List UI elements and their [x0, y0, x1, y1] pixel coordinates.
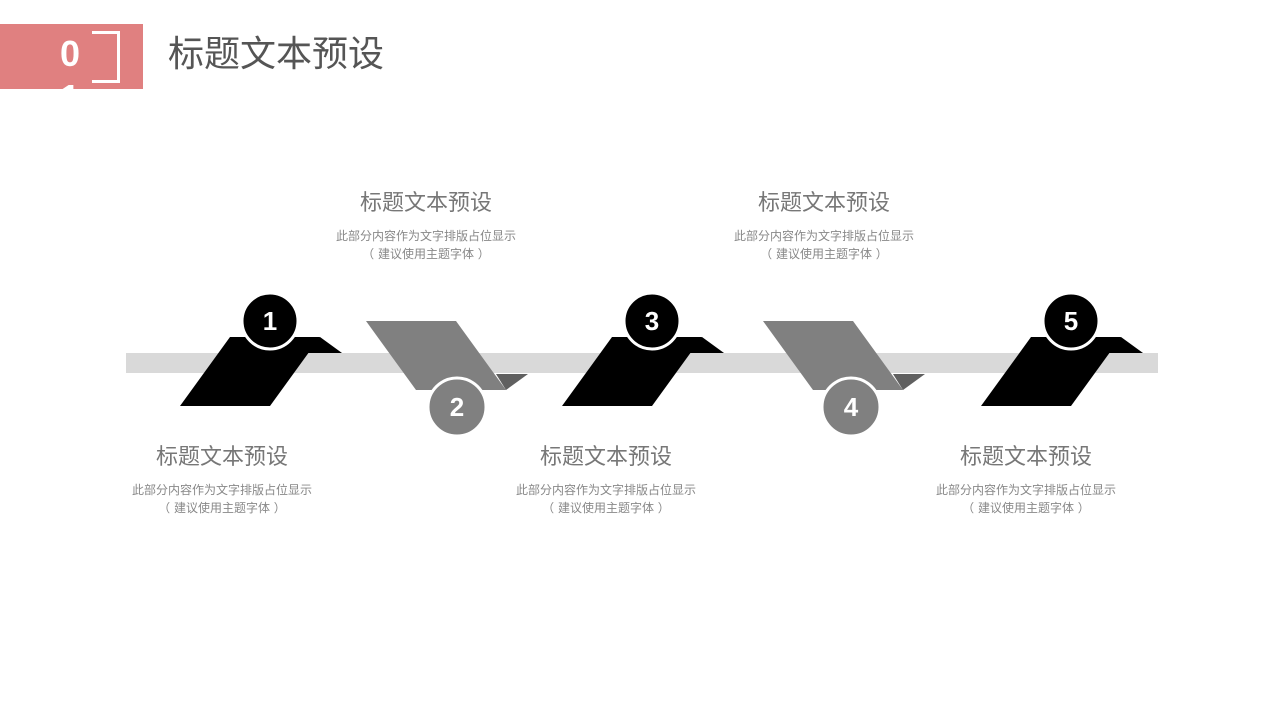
step-number-3: 3	[645, 306, 659, 336]
step-note: （ 建议使用主题字体 ）	[760, 247, 888, 261]
step-desc: 此部分内容作为文字排版占位显示	[515, 483, 696, 497]
step-3-text: 标题文本预设 此部分内容作为文字排版占位显示 （ 建议使用主题字体 ）	[476, 443, 736, 517]
step-number-5: 5	[1064, 306, 1078, 336]
step-number-4: 4	[844, 392, 859, 422]
step-note: （ 建议使用主题字体 ）	[542, 501, 670, 515]
step-note: （ 建议使用主题字体 ）	[158, 501, 286, 515]
step-5-shape	[981, 291, 1143, 406]
step-desc: 此部分内容作为文字排版占位显示	[335, 229, 516, 243]
section-number: 01	[60, 33, 81, 89]
step-number-2: 2	[450, 392, 464, 422]
step-2-text: 标题文本预设 此部分内容作为文字排版占位显示 （ 建议使用主题字体 ）	[296, 189, 556, 263]
step-4-text: 标题文本预设 此部分内容作为文字排版占位显示 （ 建议使用主题字体 ）	[694, 189, 954, 263]
step-number-1: 1	[263, 306, 277, 336]
step-2-shape	[366, 321, 528, 438]
badge-frame	[92, 31, 120, 83]
page-title: 标题文本预设	[168, 34, 385, 75]
step-title: 标题文本预设	[757, 191, 890, 216]
step-1-text: 标题文本预设 此部分内容作为文字排版占位显示 （ 建议使用主题字体 ）	[92, 443, 352, 517]
step-3-shape	[562, 291, 724, 406]
step-note: （ 建议使用主题字体 ）	[362, 247, 490, 261]
step-5-text: 标题文本预设 此部分内容作为文字排版占位显示 （ 建议使用主题字体 ）	[896, 443, 1156, 517]
step-title: 标题文本预设	[359, 191, 492, 216]
step-title: 标题文本预设	[155, 445, 288, 470]
step-title: 标题文本预设	[959, 445, 1092, 470]
step-4-shape	[763, 321, 925, 438]
step-note: （ 建议使用主题字体 ）	[962, 501, 1090, 515]
step-1-shape	[180, 291, 342, 406]
step-title: 标题文本预设	[539, 445, 672, 470]
section-number-badge: 01	[0, 24, 143, 89]
step-desc: 此部分内容作为文字排版占位显示	[733, 229, 914, 243]
step-desc: 此部分内容作为文字排版占位显示	[935, 483, 1116, 497]
step-desc: 此部分内容作为文字排版占位显示	[131, 483, 312, 497]
